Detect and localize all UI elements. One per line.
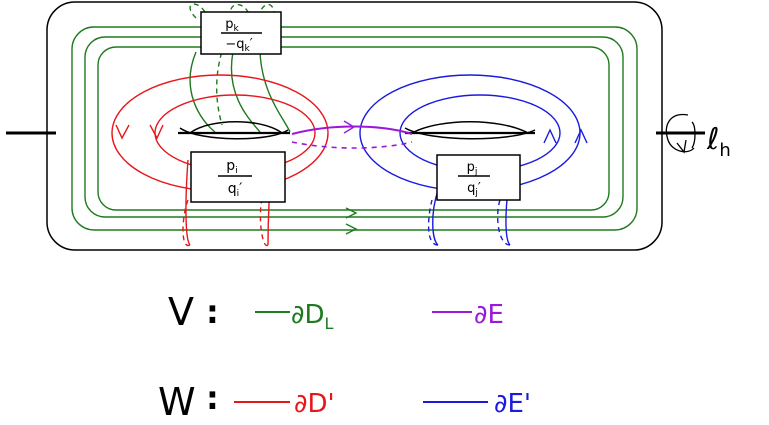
svg-text:pk: pk xyxy=(225,17,239,34)
legend-row-v: V : ∂DL ∂E xyxy=(168,290,504,334)
legend-label-e: ∂E xyxy=(474,300,504,330)
legend-label-dprime: ∂D' xyxy=(294,389,335,419)
svg-text:pj: pj xyxy=(467,160,478,177)
legend-letter-v: V xyxy=(168,290,194,334)
ambient-frame xyxy=(46,1,663,251)
rotation-arrow-icon xyxy=(665,113,696,154)
legend-colon-v: : xyxy=(206,293,219,331)
legend-label-dl: ∂DL xyxy=(291,300,333,333)
svg-text:qi′: qi′ xyxy=(228,181,243,199)
legend-colon-w: : xyxy=(206,379,219,417)
box-right: pj qj′ xyxy=(436,154,521,201)
svg-text:pi: pi xyxy=(226,158,237,176)
purple-band xyxy=(291,120,413,149)
svg-text:−qk′: −qk′ xyxy=(225,37,252,54)
box-top: pk −qk′ xyxy=(200,11,282,55)
svg-text:qj′: qj′ xyxy=(467,181,481,198)
blue-curves xyxy=(359,74,588,246)
green-arrows xyxy=(345,207,358,235)
legend-label-eprime: ∂E' xyxy=(494,389,531,419)
axis-label: ℓh xyxy=(706,122,731,161)
handle-lenses xyxy=(178,121,536,140)
legend-row-w: W : ∂D' ∂E' xyxy=(158,379,531,424)
box-left: pi qi′ xyxy=(190,151,286,203)
legend-letter-w: W xyxy=(158,380,196,424)
